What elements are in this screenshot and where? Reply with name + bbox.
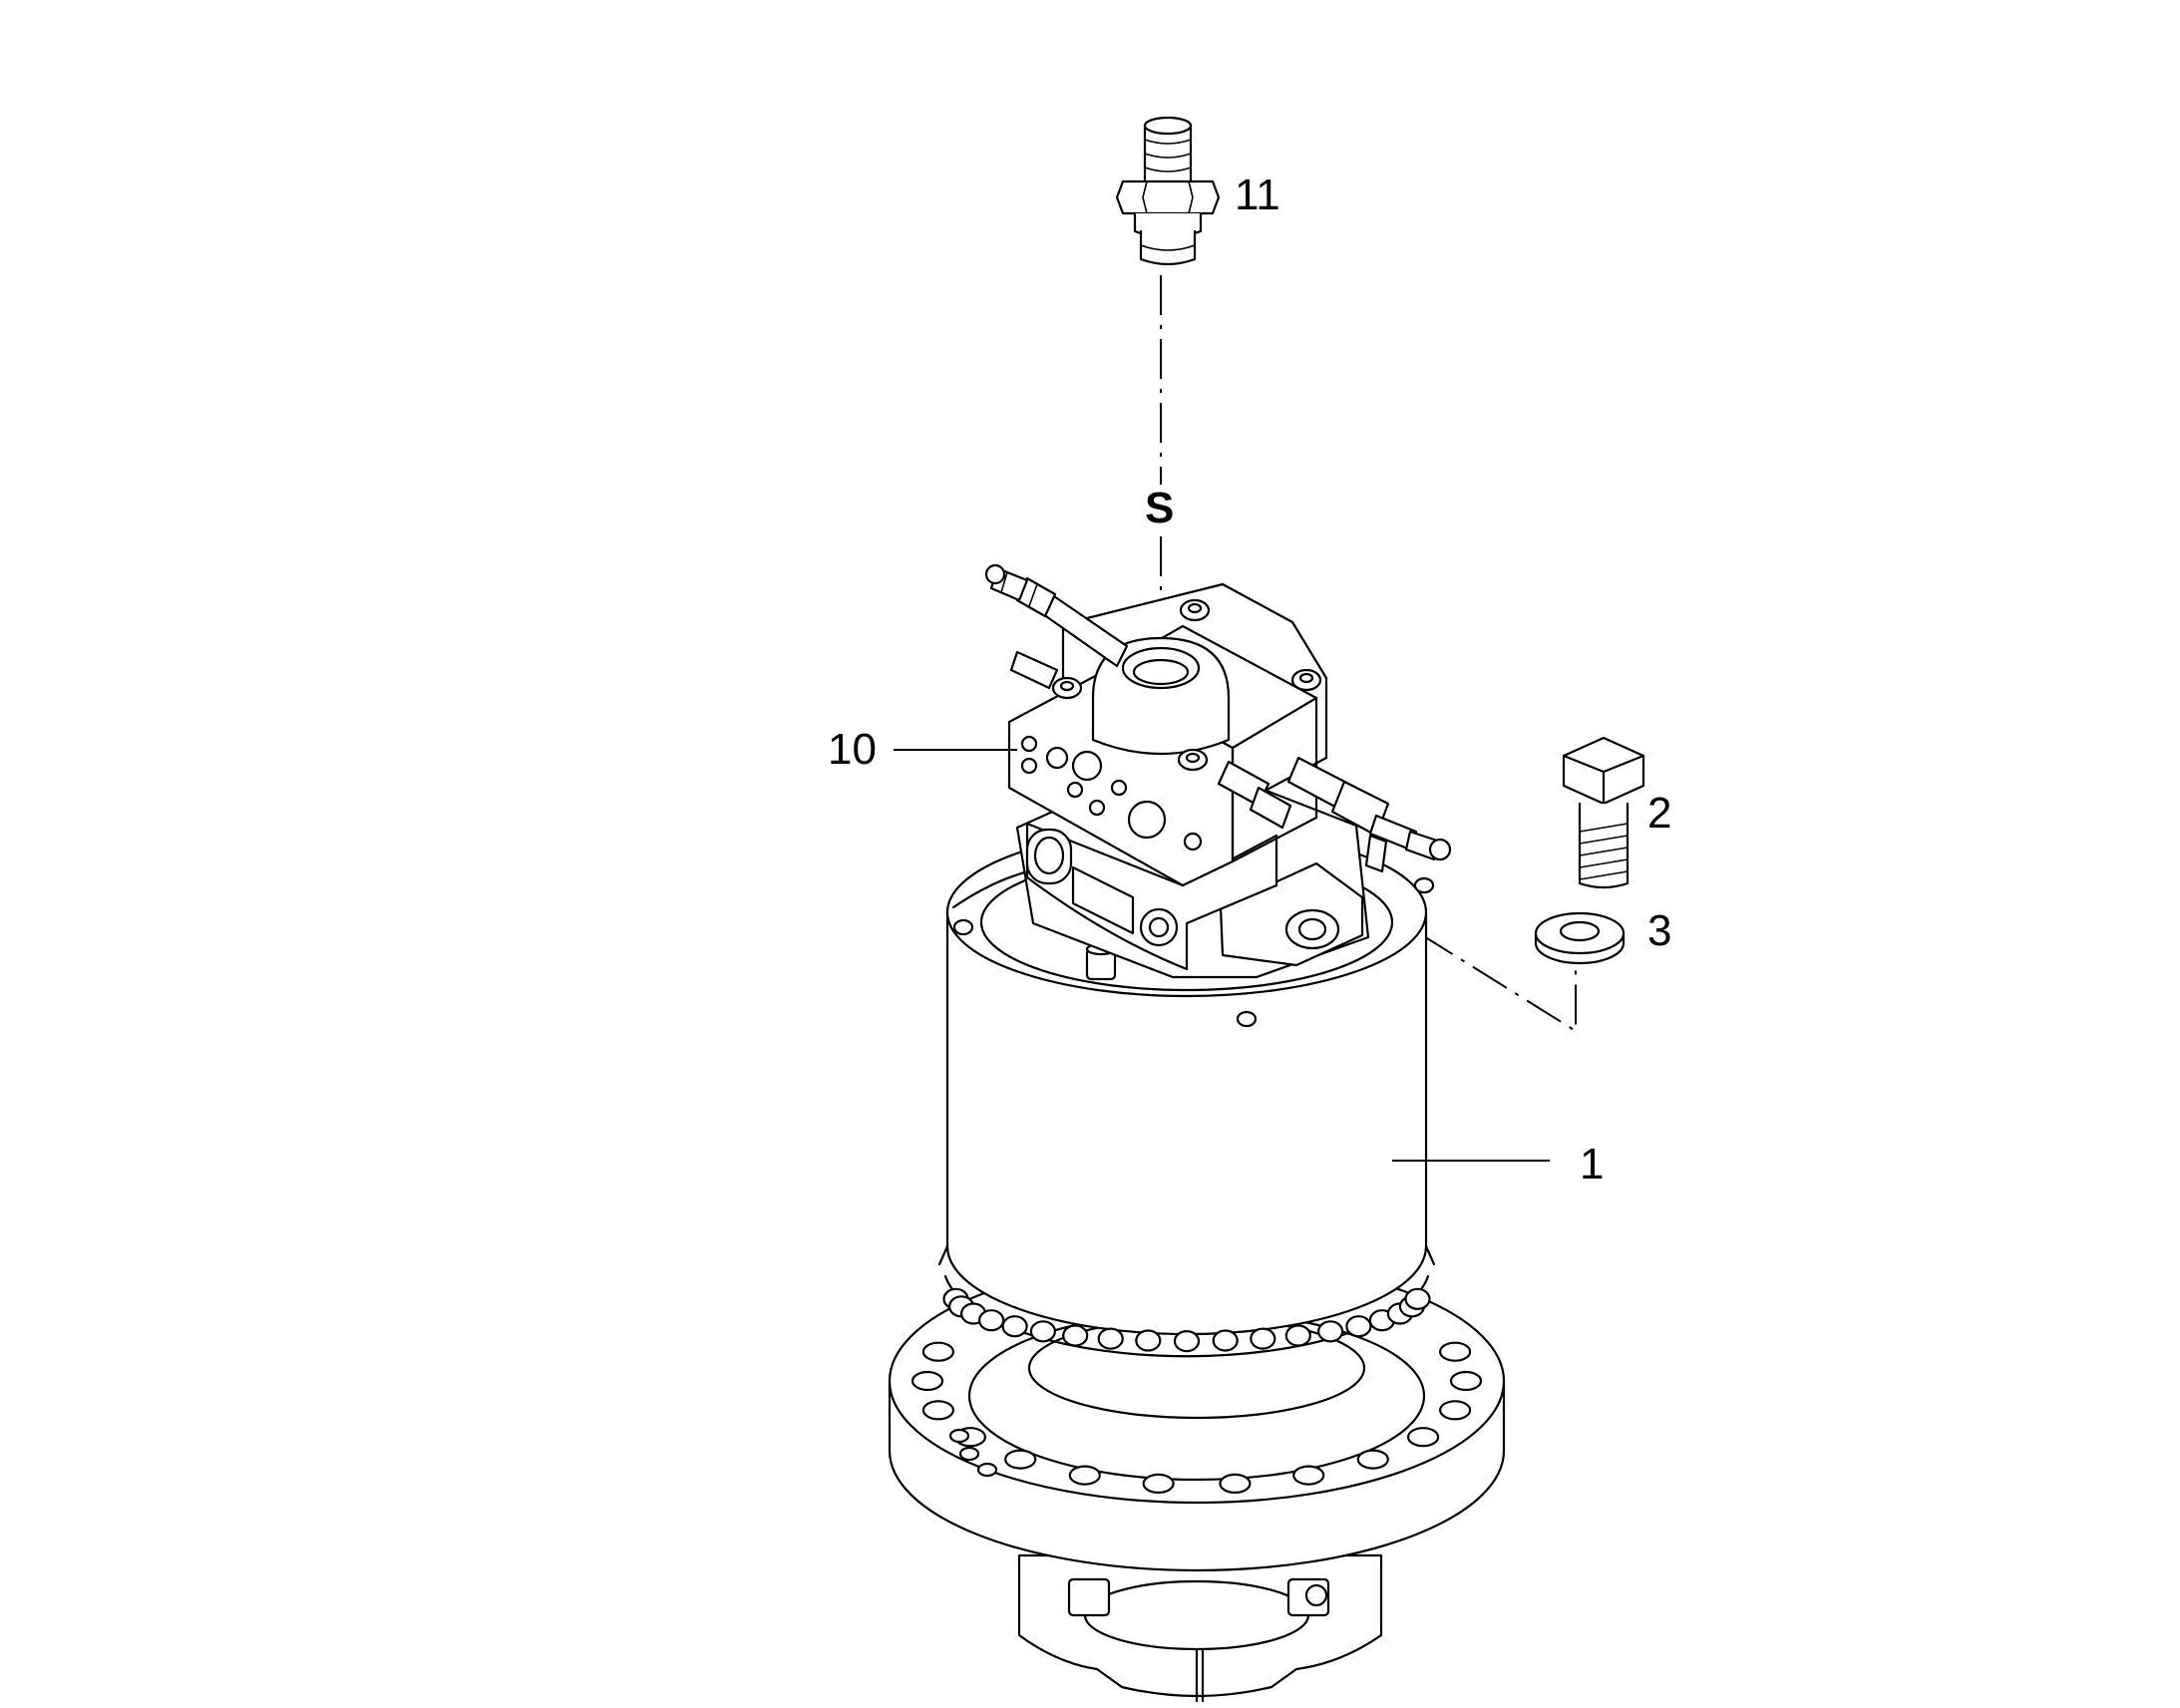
callout-10: 10 <box>828 725 877 774</box>
flange-bolt-hole <box>1406 1427 1440 1448</box>
callout-11: 11 <box>1235 171 1280 219</box>
flange-bolt-hole <box>910 1370 944 1392</box>
part-10-valve-block <box>984 563 1452 979</box>
flange-small-hole <box>948 1428 970 1444</box>
axis-line-bolt <box>1309 864 1577 1033</box>
flange-bolt-hole <box>1219 1473 1252 1495</box>
gear-tooth <box>1250 1327 1276 1350</box>
callout-3: 3 <box>1647 906 1671 955</box>
callout-s: S <box>1145 484 1174 532</box>
flange-bolt-hole <box>1438 1400 1472 1421</box>
flange-bolt-hole <box>921 1341 955 1362</box>
callout-1: 1 <box>1580 1140 1604 1189</box>
flange-bolt-holes <box>910 1341 1483 1495</box>
gear-tooth <box>1284 1324 1311 1347</box>
flange-bolt-hole <box>1004 1449 1037 1470</box>
flange-bolt-hole <box>1356 1449 1389 1470</box>
gear-tooth <box>1404 1287 1431 1310</box>
flange-bolt-hole <box>1449 1370 1483 1392</box>
flange-bolt-hole <box>921 1400 955 1421</box>
gear-teeth <box>942 1287 1431 1353</box>
gear-tooth <box>1173 1329 1201 1353</box>
callout-2: 2 <box>1647 789 1671 838</box>
flange-bolt-hole <box>1438 1341 1472 1362</box>
part-2-bolt <box>1562 736 1645 889</box>
gear-tooth <box>1097 1327 1124 1350</box>
flange-small-hole <box>958 1446 980 1462</box>
flange-bolt-hole <box>1142 1473 1175 1495</box>
gear-tooth <box>1316 1320 1344 1343</box>
flange-bolt-hole <box>1068 1465 1101 1486</box>
gear-tooth <box>1135 1329 1162 1352</box>
gear-tooth <box>1001 1315 1028 1338</box>
gear-tooth <box>1212 1329 1239 1352</box>
gear-tooth <box>1029 1320 1057 1343</box>
part-3-washer <box>1534 911 1626 965</box>
gear-tooth <box>977 1309 1005 1332</box>
gear-tooth <box>1345 1315 1372 1338</box>
flange-bolt-hole <box>1292 1465 1325 1486</box>
flange-small-hole <box>976 1462 998 1478</box>
gear-tooth <box>1062 1324 1089 1347</box>
part-11-fitting <box>1115 116 1221 266</box>
